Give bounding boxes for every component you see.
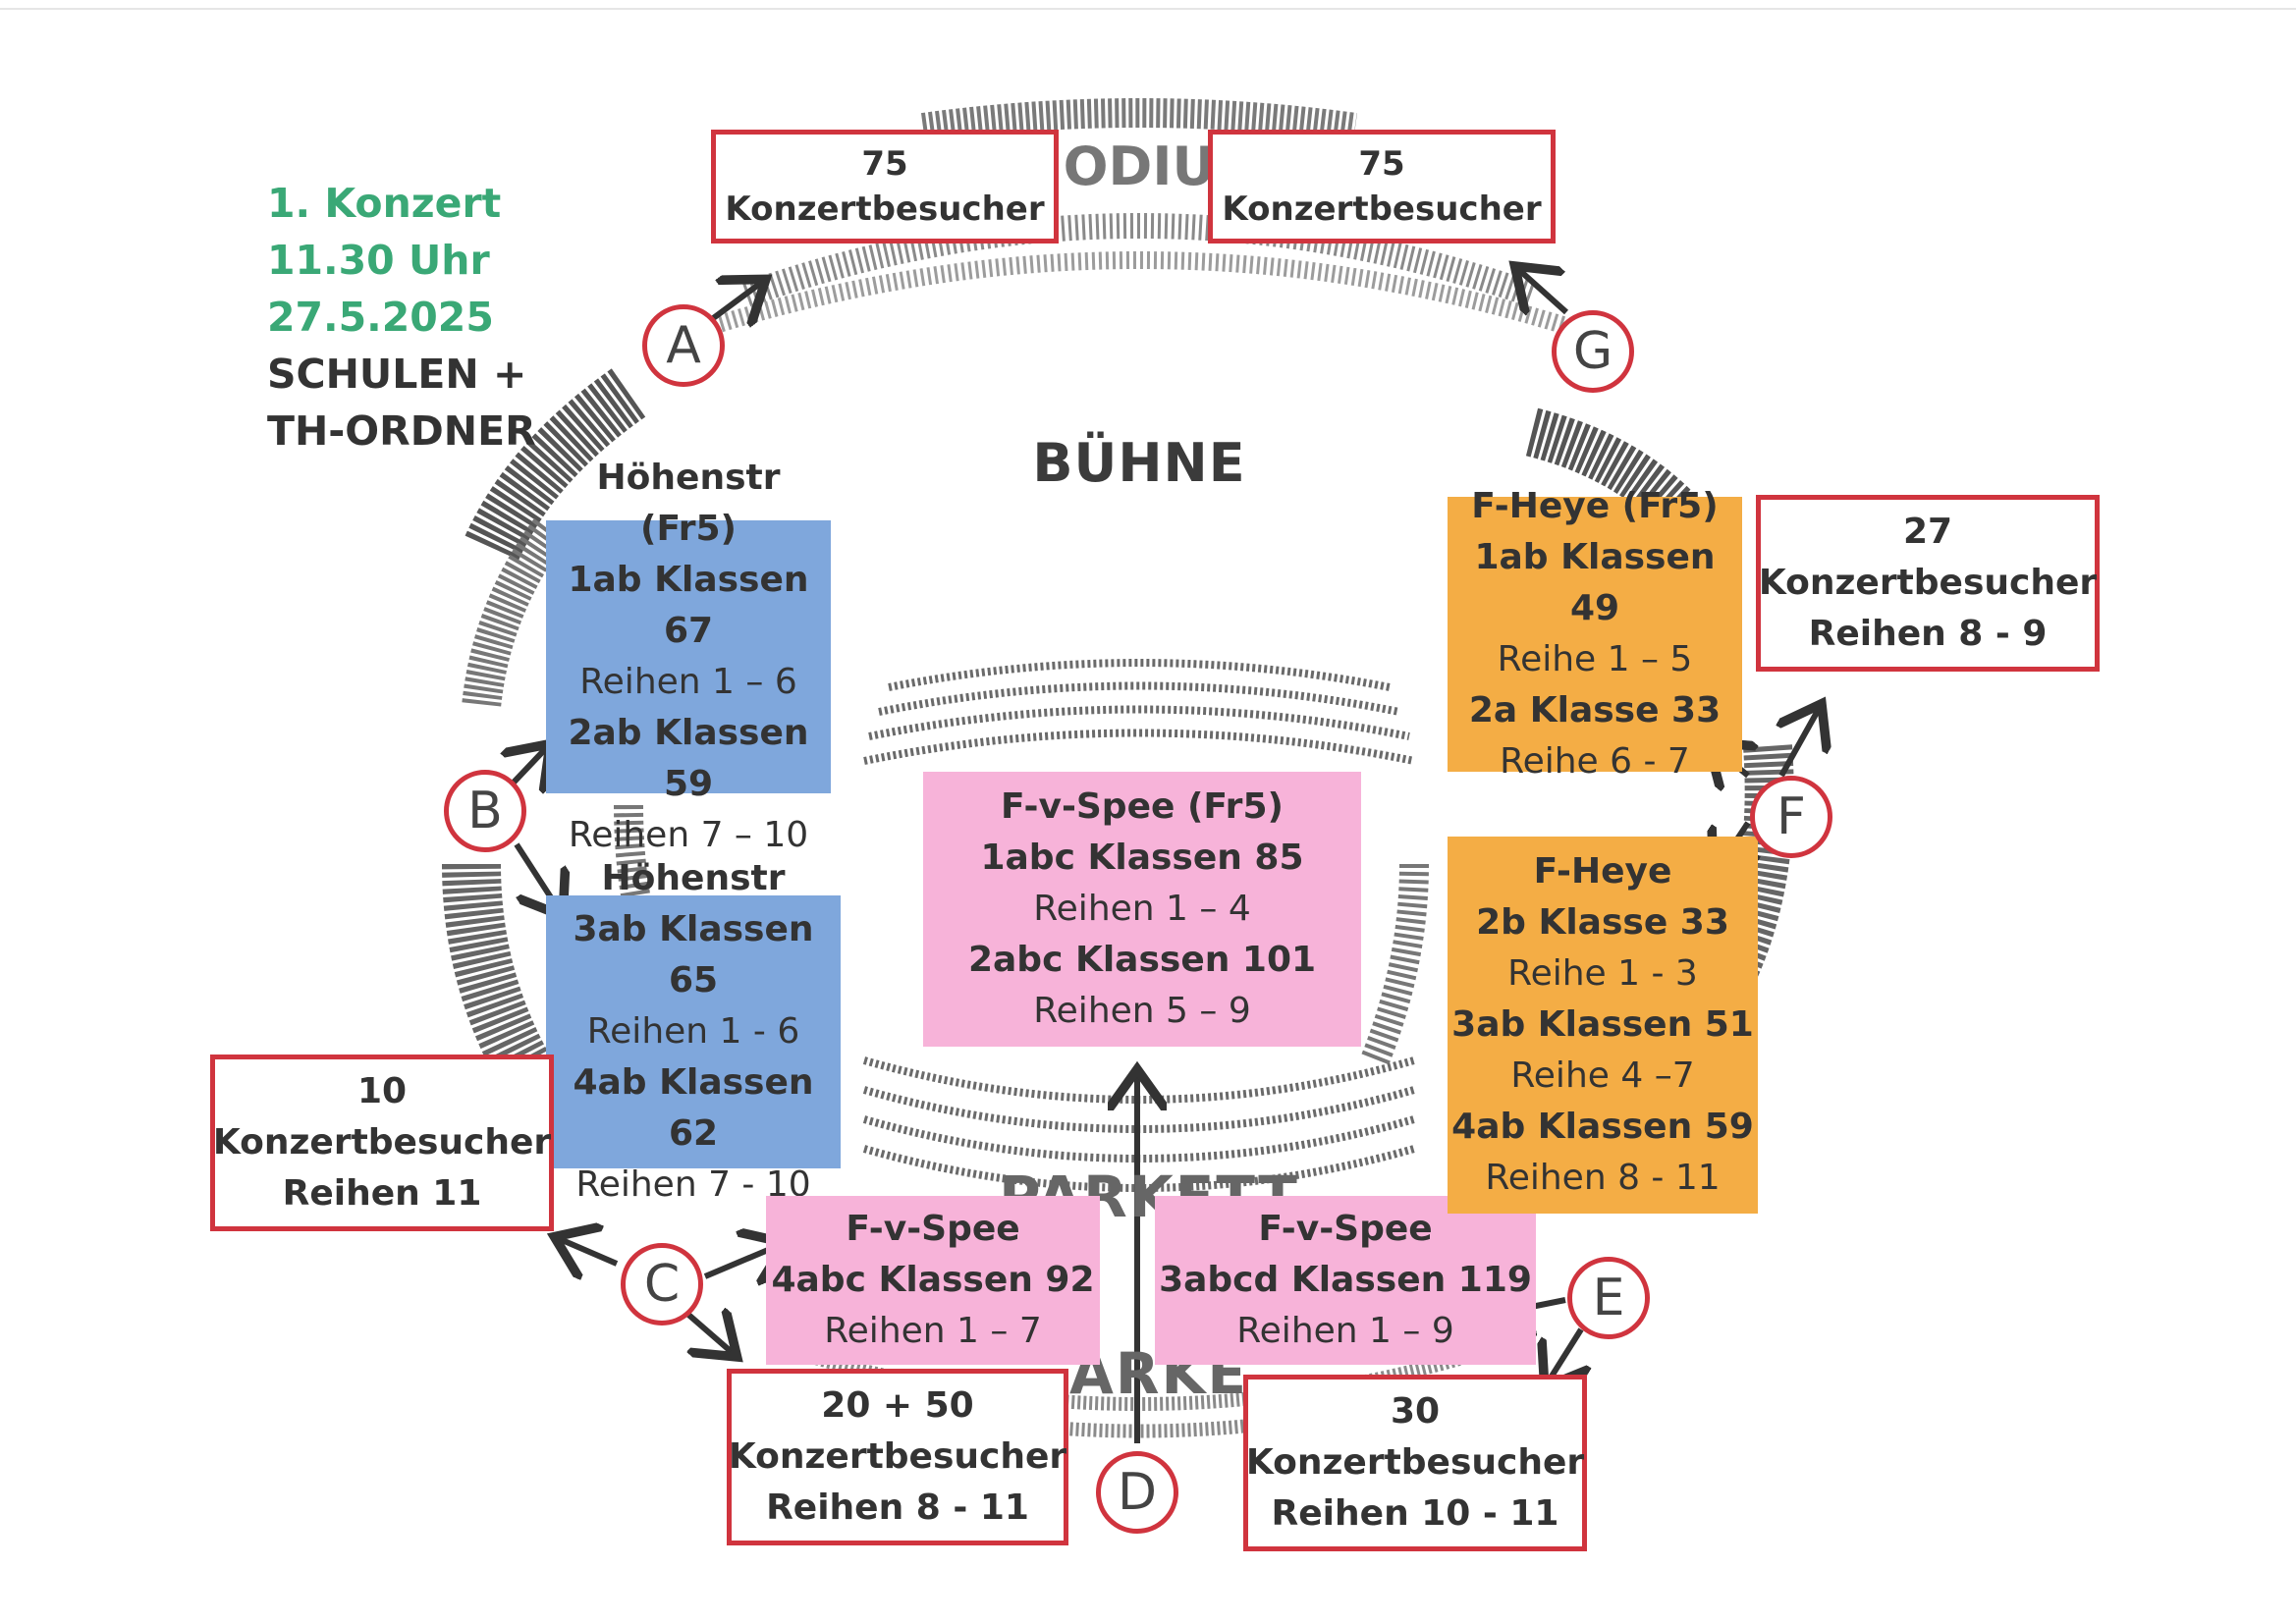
- group-classes: 4ab Klassen 59: [1451, 1107, 1754, 1147]
- group-title: Höhenstr: [601, 858, 786, 898]
- group-title: Höhenstr (Fr5): [596, 458, 781, 549]
- group-title: F-Heye (Fr5): [1471, 486, 1719, 526]
- group-rows: Reihen 1 – 9: [1236, 1311, 1454, 1351]
- audience-line-2: TH-ORDNER: [267, 407, 536, 455]
- visitor-rows: Reihen 8 - 11: [766, 1488, 1029, 1528]
- group-classes: 3ab Klassen 51: [1451, 1004, 1754, 1045]
- entrance-b-marker: B: [444, 770, 526, 852]
- podium-label: ODIU: [1063, 135, 1216, 197]
- visitors-e: 30 Konzertbesucher Reihen 10 - 11: [1243, 1375, 1587, 1551]
- visitor-count: 30: [1390, 1391, 1441, 1432]
- entrance-e-marker: E: [1567, 1257, 1650, 1339]
- visitor-label: Konzertbesucher: [1222, 189, 1542, 229]
- visitors-g: 75 Konzertbesucher: [1208, 130, 1556, 243]
- concert-date: 27.5.2025: [267, 294, 494, 341]
- group-rows: Reihen 1 - 6: [586, 1011, 800, 1052]
- visitors-c: 20 + 50 Konzertbesucher Reihen 8 - 11: [727, 1369, 1068, 1545]
- visitor-count: 27: [1902, 512, 1953, 552]
- visitor-count: 10: [356, 1071, 408, 1111]
- group-classes: 2b Klasse 33: [1476, 902, 1729, 943]
- group-rows: Reihen 8 - 11: [1485, 1158, 1721, 1198]
- entrance-f-marker: F: [1750, 776, 1832, 858]
- group-title: F-v-Spee: [1258, 1209, 1433, 1249]
- entrance-c-marker: C: [621, 1243, 703, 1325]
- group-hoehenstr-fr5: Höhenstr (Fr5) 1ab Klassen 67 Reihen 1 –…: [546, 458, 831, 855]
- entrance-g-marker: G: [1552, 310, 1634, 393]
- visitor-count: 75: [1358, 144, 1405, 184]
- arrow-c-left: [560, 1239, 619, 1264]
- visitor-label: Konzertbesucher: [212, 1122, 552, 1163]
- group-rows: Reihen 1 – 7: [824, 1311, 1042, 1351]
- concert-number: 1. Konzert: [267, 180, 502, 227]
- concert-info: 1. Konzert 11.30 Uhr 27.5.2025 SCHULEN +…: [267, 175, 536, 460]
- group-rows: Reihen 1 – 4: [1033, 889, 1251, 929]
- arrow-g: [1519, 270, 1569, 312]
- group-rows: Reihe 1 – 5: [1497, 639, 1693, 679]
- group-classes: 3abcd Klassen 119: [1159, 1260, 1532, 1300]
- entrance-d-marker: D: [1096, 1451, 1178, 1534]
- group-title: F-v-Spee: [846, 1209, 1020, 1249]
- group-rows: Reihen 5 – 9: [1033, 991, 1251, 1031]
- group-fheye: F-Heye 2b Klasse 33 Reihe 1 - 3 3ab Klas…: [1448, 837, 1758, 1214]
- group-classes: 3ab Klassen 65: [573, 909, 814, 1001]
- group-rows: Reihen 7 – 10: [568, 815, 809, 855]
- visitor-label: Konzertbesucher: [1758, 563, 2098, 603]
- group-fvspee-4abc: F-v-Spee 4abc Klassen 92 Reihen 1 – 7: [766, 1196, 1100, 1365]
- group-classes: 2a Klasse 33: [1468, 690, 1722, 730]
- concert-time: 11.30 Uhr: [267, 237, 490, 284]
- arrow-a: [710, 283, 761, 319]
- group-classes: 4abc Klassen 92: [771, 1260, 1095, 1300]
- group-title: F-Heye: [1533, 851, 1672, 892]
- podium-seating: [684, 98, 1594, 343]
- visitor-label: Konzertbesucher: [728, 1436, 1067, 1477]
- entrance-a-marker: A: [642, 304, 725, 387]
- visitors-a: 75 Konzertbesucher: [711, 130, 1059, 243]
- visitor-count: 20 + 50: [821, 1385, 974, 1426]
- group-rows: Reihe 4 –7: [1510, 1055, 1695, 1096]
- arrow-f-up: [1781, 709, 1819, 778]
- group-hoehenstr: Höhenstr 3ab Klassen 65 Reihen 1 - 6 4ab…: [546, 858, 841, 1205]
- group-fvspee-fr5: F-v-Spee (Fr5) 1abc Klassen 85 Reihen 1 …: [923, 772, 1361, 1047]
- visitor-label: Konzertbesucher: [725, 189, 1045, 229]
- group-title: F-v-Spee (Fr5): [1001, 786, 1284, 827]
- group-fvspee-3abcd: F-v-Spee 3abcd Klassen 119 Reihen 1 – 9: [1155, 1196, 1536, 1365]
- visitor-rows: Reihen 10 - 11: [1271, 1493, 1559, 1534]
- group-rows: Reihe 6 - 7: [1500, 741, 1690, 782]
- group-classes: 2ab Klassen 59: [568, 713, 809, 804]
- top-rule: [0, 8, 2296, 10]
- visitors-b: 10 Konzertbesucher Reihen 11: [210, 1055, 554, 1231]
- visitor-count: 75: [861, 144, 908, 184]
- group-classes: 1ab Klassen 67: [568, 560, 809, 651]
- arrow-c-down: [685, 1314, 733, 1353]
- arrow-e-down: [1548, 1327, 1581, 1382]
- visitors-f: 27 Konzertbesucher Reihen 8 - 9: [1756, 495, 2100, 672]
- group-classes: 1abc Klassen 85: [980, 838, 1304, 878]
- group-fheye-fr5: F-Heye (Fr5) 1ab Klassen 49 Reihe 1 – 5 …: [1448, 486, 1742, 782]
- group-rows: Reihe 1 - 3: [1507, 953, 1698, 994]
- visitor-label: Konzertbesucher: [1245, 1442, 1585, 1483]
- visitor-rows: Reihen 8 - 9: [1808, 614, 2048, 654]
- audience-line-1: SCHULEN +: [267, 351, 527, 398]
- stage-label: BÜHNE: [1032, 432, 1246, 494]
- group-classes: 2abc Klassen 101: [967, 940, 1317, 980]
- group-classes: 1ab Klassen 49: [1474, 537, 1716, 628]
- arrow-b-up: [511, 748, 546, 785]
- group-classes: 4ab Klassen 62: [573, 1062, 814, 1154]
- group-rows: Reihen 1 – 6: [579, 662, 797, 702]
- visitor-rows: Reihen 11: [282, 1173, 482, 1214]
